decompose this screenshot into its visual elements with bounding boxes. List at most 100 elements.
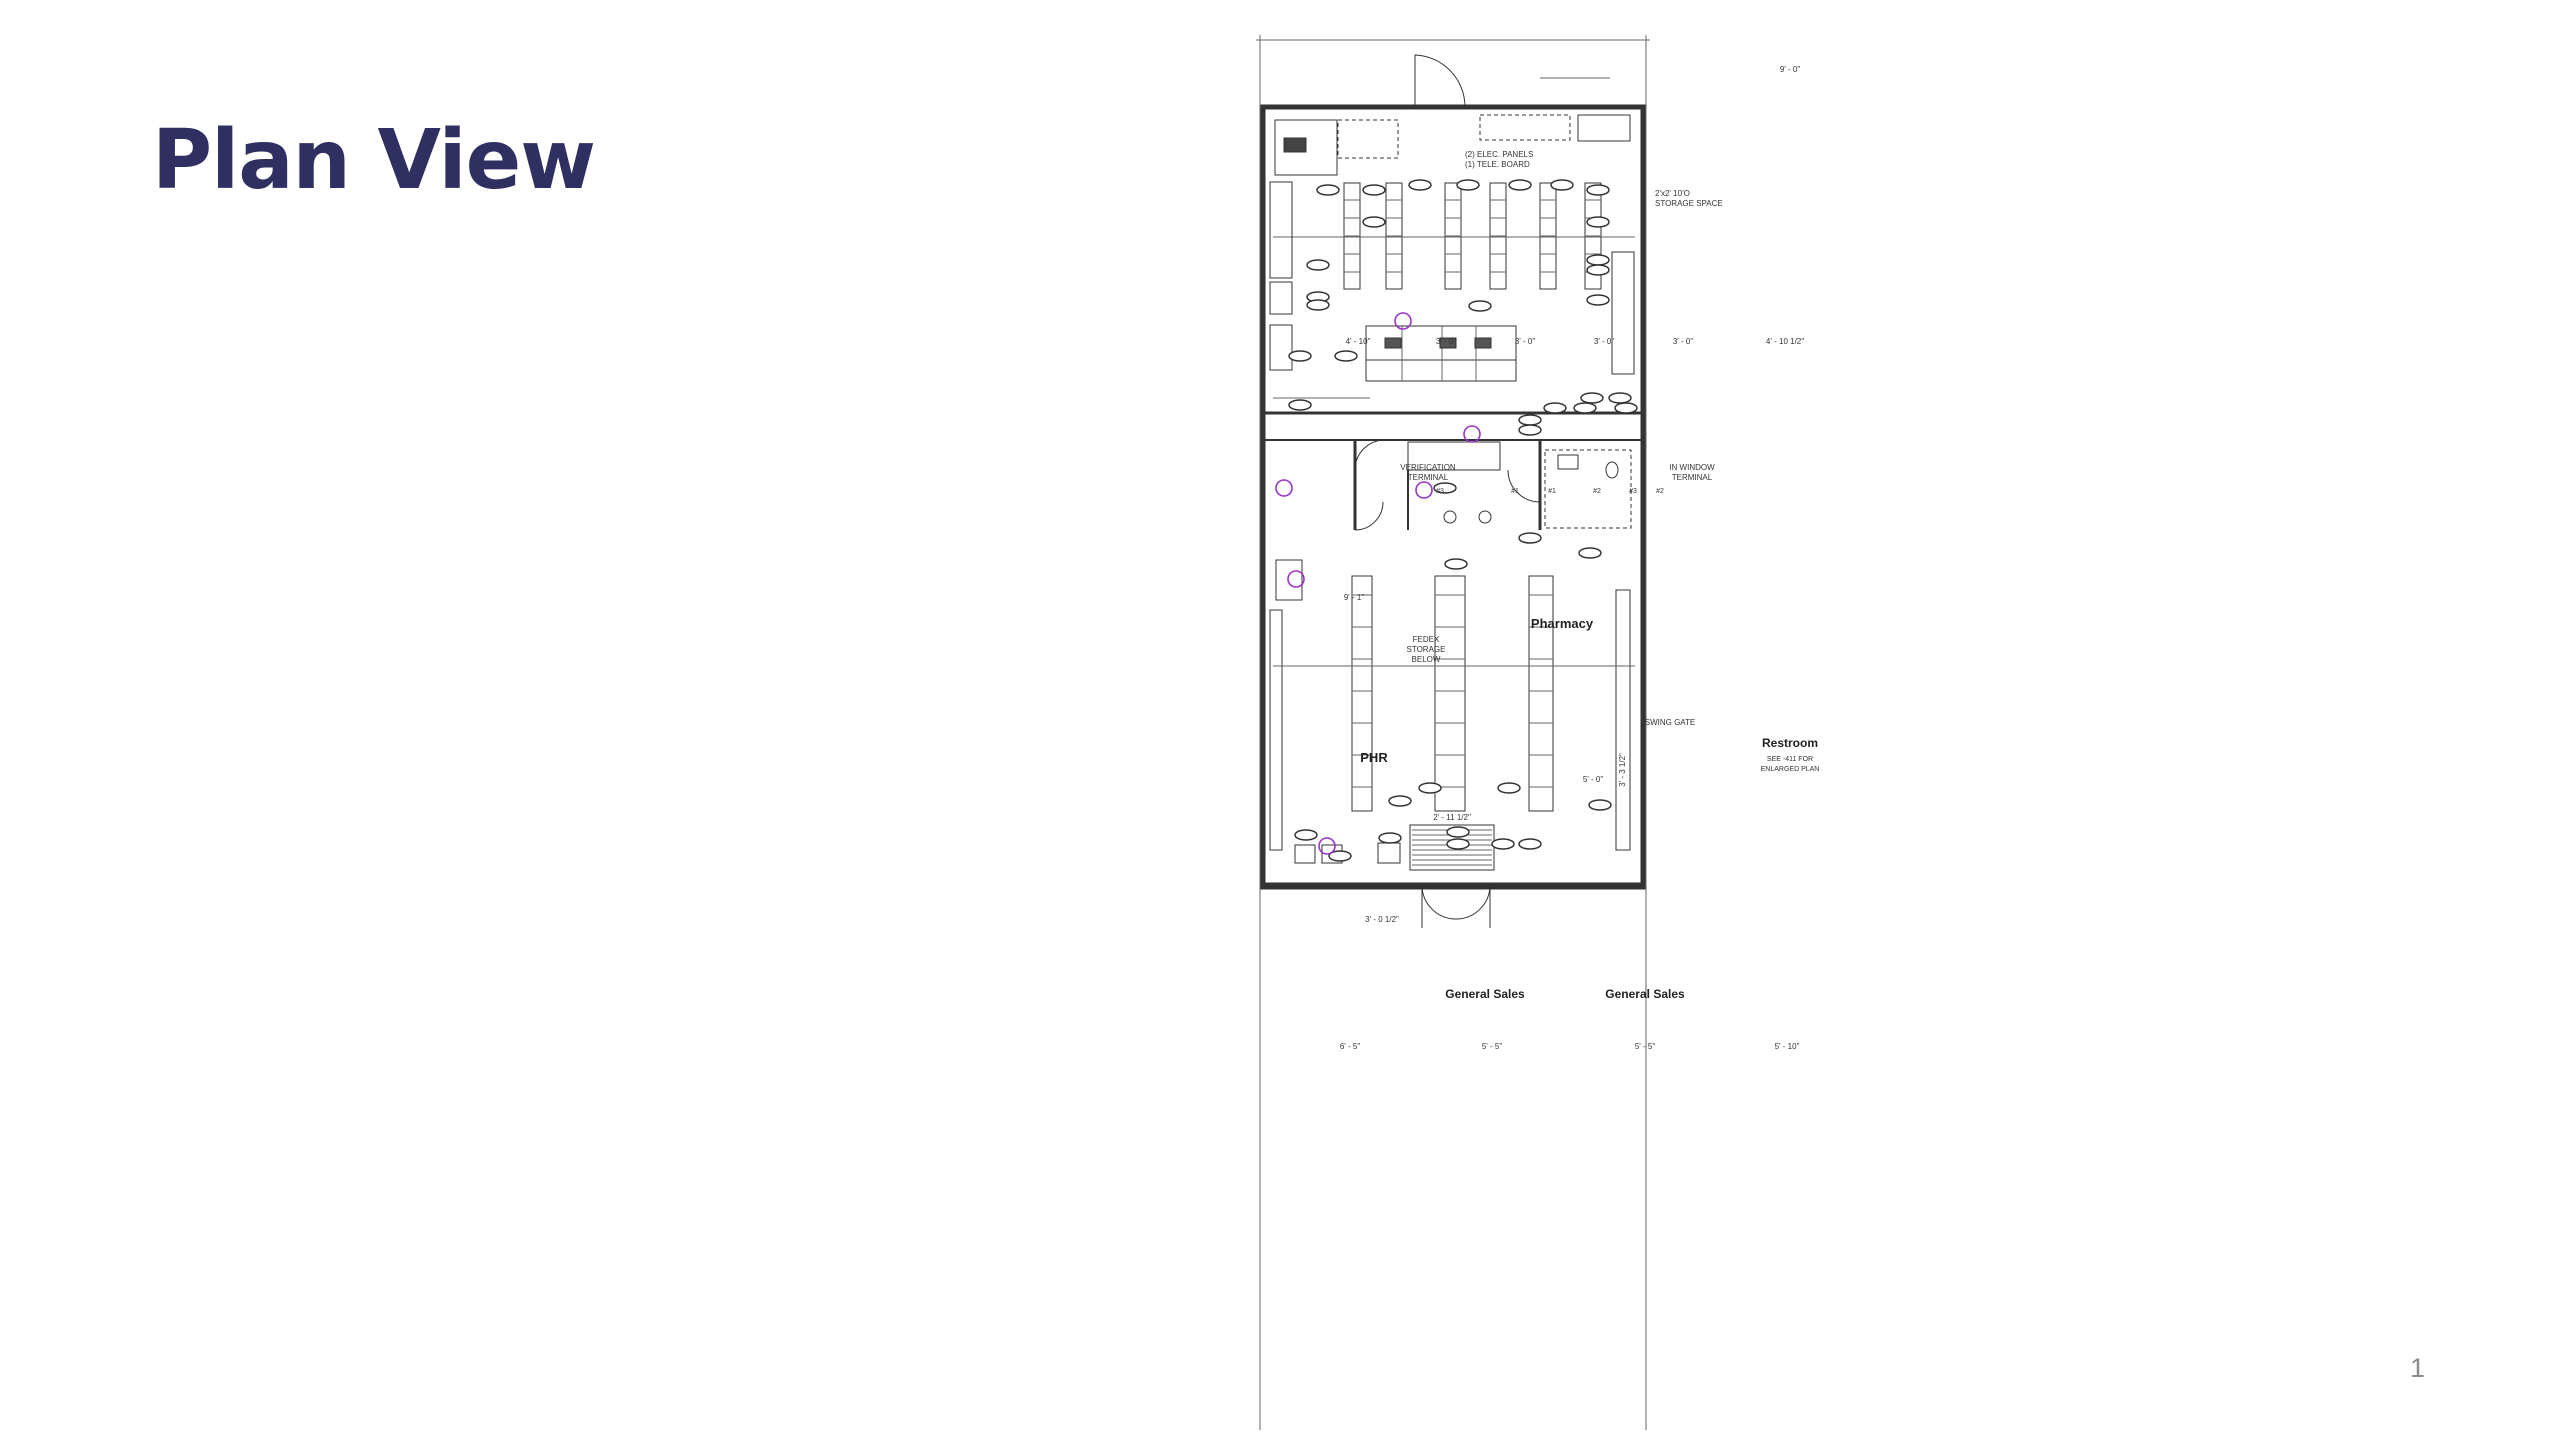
fixture-tag: [1446, 826, 1470, 838]
fixture-tag: [1288, 399, 1312, 411]
fixture-tag: [1573, 402, 1597, 414]
dim-sales-mid-2: 5' - 5": [1635, 1042, 1656, 1051]
markup-symbol: [1287, 570, 1305, 588]
wall-unit: [1269, 281, 1293, 315]
sales-gondola: [1434, 575, 1466, 812]
terminal-number: #1: [1511, 488, 1519, 495]
note-verification-terminal: TERMINAL: [1408, 473, 1449, 482]
fixture-tag: [1518, 838, 1542, 850]
dim-sales-left: 6' - 5": [1340, 1042, 1361, 1051]
note-fedex-below: BELOW: [1412, 655, 1441, 664]
terminal-number: #3: [1629, 488, 1637, 495]
exterior-wall: [1260, 104, 1646, 890]
fixture-tag: [1586, 264, 1610, 276]
dispensing-counter: [1407, 441, 1501, 471]
fixture-tag: [1418, 782, 1442, 794]
bollard: [1478, 510, 1492, 524]
toilet: [1605, 461, 1619, 479]
fixture-tag: [1518, 532, 1542, 544]
fixture-tag: [1456, 179, 1480, 191]
terminal: [1474, 337, 1492, 349]
note-fedex-storage: STORAGE: [1407, 645, 1446, 654]
dim-gate-b: 5' - 0": [1583, 775, 1604, 784]
fixture-box: [1577, 114, 1631, 142]
dim-row-left: 4' - 10": [1346, 337, 1371, 346]
fixture-tag: [1316, 184, 1340, 196]
phr-door-swing: [1354, 501, 1384, 531]
note-swing-gate: SWING GATE: [1645, 718, 1696, 727]
terminal-number: #2: [1593, 488, 1601, 495]
fixture-tag: [1586, 294, 1610, 306]
markup-symbol: [1394, 312, 1412, 330]
dim-row-b: 3' - 0": [1515, 337, 1536, 346]
terminal-number: #1: [1548, 488, 1556, 495]
restroom: [1544, 449, 1632, 529]
swing-gate-arc: [1507, 469, 1541, 503]
floor-plan: Pharmacy PHR Restroom General Sales Gene…: [1256, 35, 1820, 1430]
fixture-tag: [1362, 184, 1386, 196]
fixture-tag: [1378, 832, 1402, 844]
room-label-phr: PHR: [1360, 750, 1388, 765]
room-label-general-sales-2: General Sales: [1605, 987, 1685, 1001]
dim-top: 9' - 0": [1780, 65, 1801, 74]
sink: [1557, 454, 1579, 470]
room-label-restroom: Restroom: [1762, 736, 1818, 750]
chair: [1294, 844, 1316, 864]
note-storage-size: 2'x2' 10'O: [1655, 189, 1690, 198]
dim-mid-left: 9' - 1": [1344, 593, 1365, 602]
fixture-tag: [1306, 299, 1330, 311]
dim-phr-gap: 2' - 11 1/2": [1433, 813, 1471, 822]
fixture-tag: [1608, 392, 1632, 404]
fixture-tag: [1334, 350, 1358, 362]
fixture-tag: [1446, 838, 1470, 850]
utility-box: [1274, 119, 1338, 176]
markup-symbol: [1463, 425, 1481, 443]
fixture-tag: [1550, 179, 1574, 191]
fixture-tag: [1497, 782, 1521, 794]
plan-drawing: [1256, 35, 1650, 1430]
dim-corner: 3' - 0 1/2": [1365, 915, 1399, 924]
storage-space: [1479, 114, 1571, 141]
fixture-tag: [1580, 392, 1604, 404]
fixture-tag: [1294, 829, 1318, 841]
fixture-tag: [1586, 216, 1610, 228]
fixture-tag: [1508, 179, 1532, 191]
dim-row-right: 4' - 10 1/2": [1766, 337, 1804, 346]
fixture-tag: [1518, 414, 1542, 426]
terminal-number: #2: [1656, 488, 1664, 495]
fixture-tag: [1468, 300, 1492, 312]
fixture-tag: [1588, 799, 1612, 811]
note-verification: VERIFICATION: [1400, 463, 1456, 472]
fixture-tag: [1444, 558, 1468, 570]
phr-door-swing: [1354, 439, 1386, 471]
fixture-tag: [1408, 179, 1432, 191]
door-swing: [1414, 54, 1466, 108]
terminal-number: #3: [1436, 488, 1444, 495]
fixture-tag: [1614, 402, 1638, 414]
wall-unit: [1269, 181, 1293, 279]
front-door-swing: [1421, 884, 1491, 928]
slide-title: Plan View: [152, 113, 596, 208]
fixture-tag: [1543, 402, 1567, 414]
markup-symbol: [1415, 481, 1433, 499]
dim-row-d: 3' - 0": [1673, 337, 1694, 346]
fixture-tag: [1586, 254, 1610, 266]
dim-row-c: 3' - 0": [1594, 337, 1615, 346]
chair: [1377, 842, 1401, 864]
note-restroom-see: SEE -411 FOR: [1767, 756, 1813, 763]
fixture-tag: [1518, 424, 1542, 436]
bollard: [1443, 510, 1457, 524]
page-number: 1: [2410, 1353, 2426, 1383]
elec-panel-area: [1337, 119, 1399, 159]
fixture-tag: [1586, 184, 1610, 196]
terminal: [1384, 337, 1402, 349]
terminal: [1439, 337, 1457, 349]
dim-gate-a: 3' - 3 1/2": [1618, 753, 1627, 787]
wall-unit: [1611, 251, 1635, 375]
note-restroom-enlarged: ENLARGED PLAN: [1761, 766, 1820, 773]
dim-sales-right: 5' - 10": [1775, 1042, 1800, 1051]
note-fedex: FEDEX: [1413, 635, 1440, 644]
fixture-tag: [1288, 350, 1312, 362]
wall-shelf: [1269, 609, 1283, 851]
exterior-wall-outline: [1260, 104, 1646, 888]
